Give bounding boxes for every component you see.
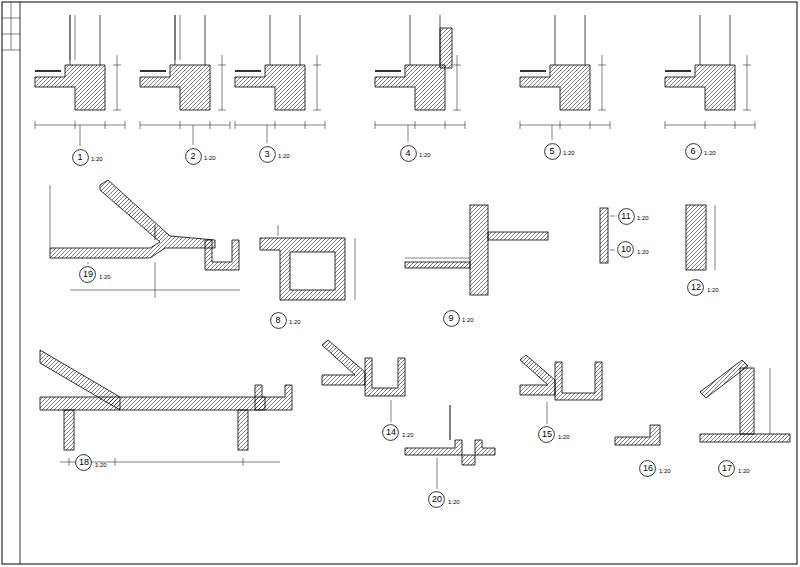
scale-label: 1:20: [637, 249, 649, 255]
callout-number: 8: [275, 316, 280, 325]
callout-number: 19: [83, 270, 93, 279]
callout-number: 15: [542, 430, 552, 439]
scale-label: 1:20: [704, 150, 716, 156]
callout-number: 3: [264, 150, 269, 159]
callout-number: 14: [386, 428, 396, 437]
callout-circle: 6: [685, 143, 702, 160]
scale-label: 1:20: [278, 153, 290, 159]
scale-label: 1:20: [402, 432, 414, 438]
callout-circle: 20: [428, 491, 445, 508]
callout-circle: 15: [538, 426, 555, 443]
callout-number: 4: [405, 149, 410, 158]
callout-circle: 2: [185, 148, 202, 165]
scale-label: 1:20: [563, 150, 575, 156]
scale-label: 1:20: [558, 434, 570, 440]
scale-label: 1:20: [95, 462, 107, 468]
scale-label: 1:20: [462, 317, 474, 323]
callout-circle: 4: [400, 145, 417, 162]
callout-number: 10: [621, 245, 631, 254]
callout-number: 16: [643, 464, 653, 473]
scale-label: 1:20: [99, 274, 111, 280]
callout-circle: 16: [639, 460, 656, 477]
callout-number: 17: [722, 464, 732, 473]
scale-label: 1:20: [448, 499, 460, 505]
callout-circle: 1: [72, 149, 89, 166]
callout-number: 20: [432, 495, 442, 504]
callout-number: 2: [190, 152, 195, 161]
callout-circle: 5: [544, 143, 561, 160]
scale-label: 1:20: [419, 152, 431, 158]
callout-circle: 10: [617, 241, 634, 258]
callout-number: 1: [77, 153, 82, 162]
callout-circle: 17: [718, 460, 735, 477]
callout-circle: 3: [259, 146, 276, 163]
callout-circle: 14: [382, 424, 399, 441]
callout-number: 18: [79, 458, 89, 467]
callout-circle: 12: [687, 279, 704, 296]
callout-circle: 18: [75, 454, 92, 471]
scale-label: 1:20: [91, 156, 103, 162]
callout-circle: 9: [443, 310, 460, 327]
callout-number: 12: [691, 283, 701, 292]
scale-label: 1:20: [637, 215, 649, 221]
scale-label: 1:20: [204, 155, 216, 161]
callout-number: 9: [448, 314, 453, 323]
scale-label: 1:20: [738, 468, 750, 474]
scale-label: 1:20: [659, 468, 671, 474]
callout-circle: 11: [618, 208, 635, 225]
callout-circle: 8: [270, 312, 287, 329]
callout-number: 11: [621, 212, 630, 221]
callout-circle: 19: [79, 266, 96, 283]
callout-number: 5: [549, 147, 554, 156]
callout-number: 6: [690, 147, 695, 156]
scale-label: 1:20: [707, 287, 719, 293]
scale-label: 1:20: [289, 319, 301, 325]
